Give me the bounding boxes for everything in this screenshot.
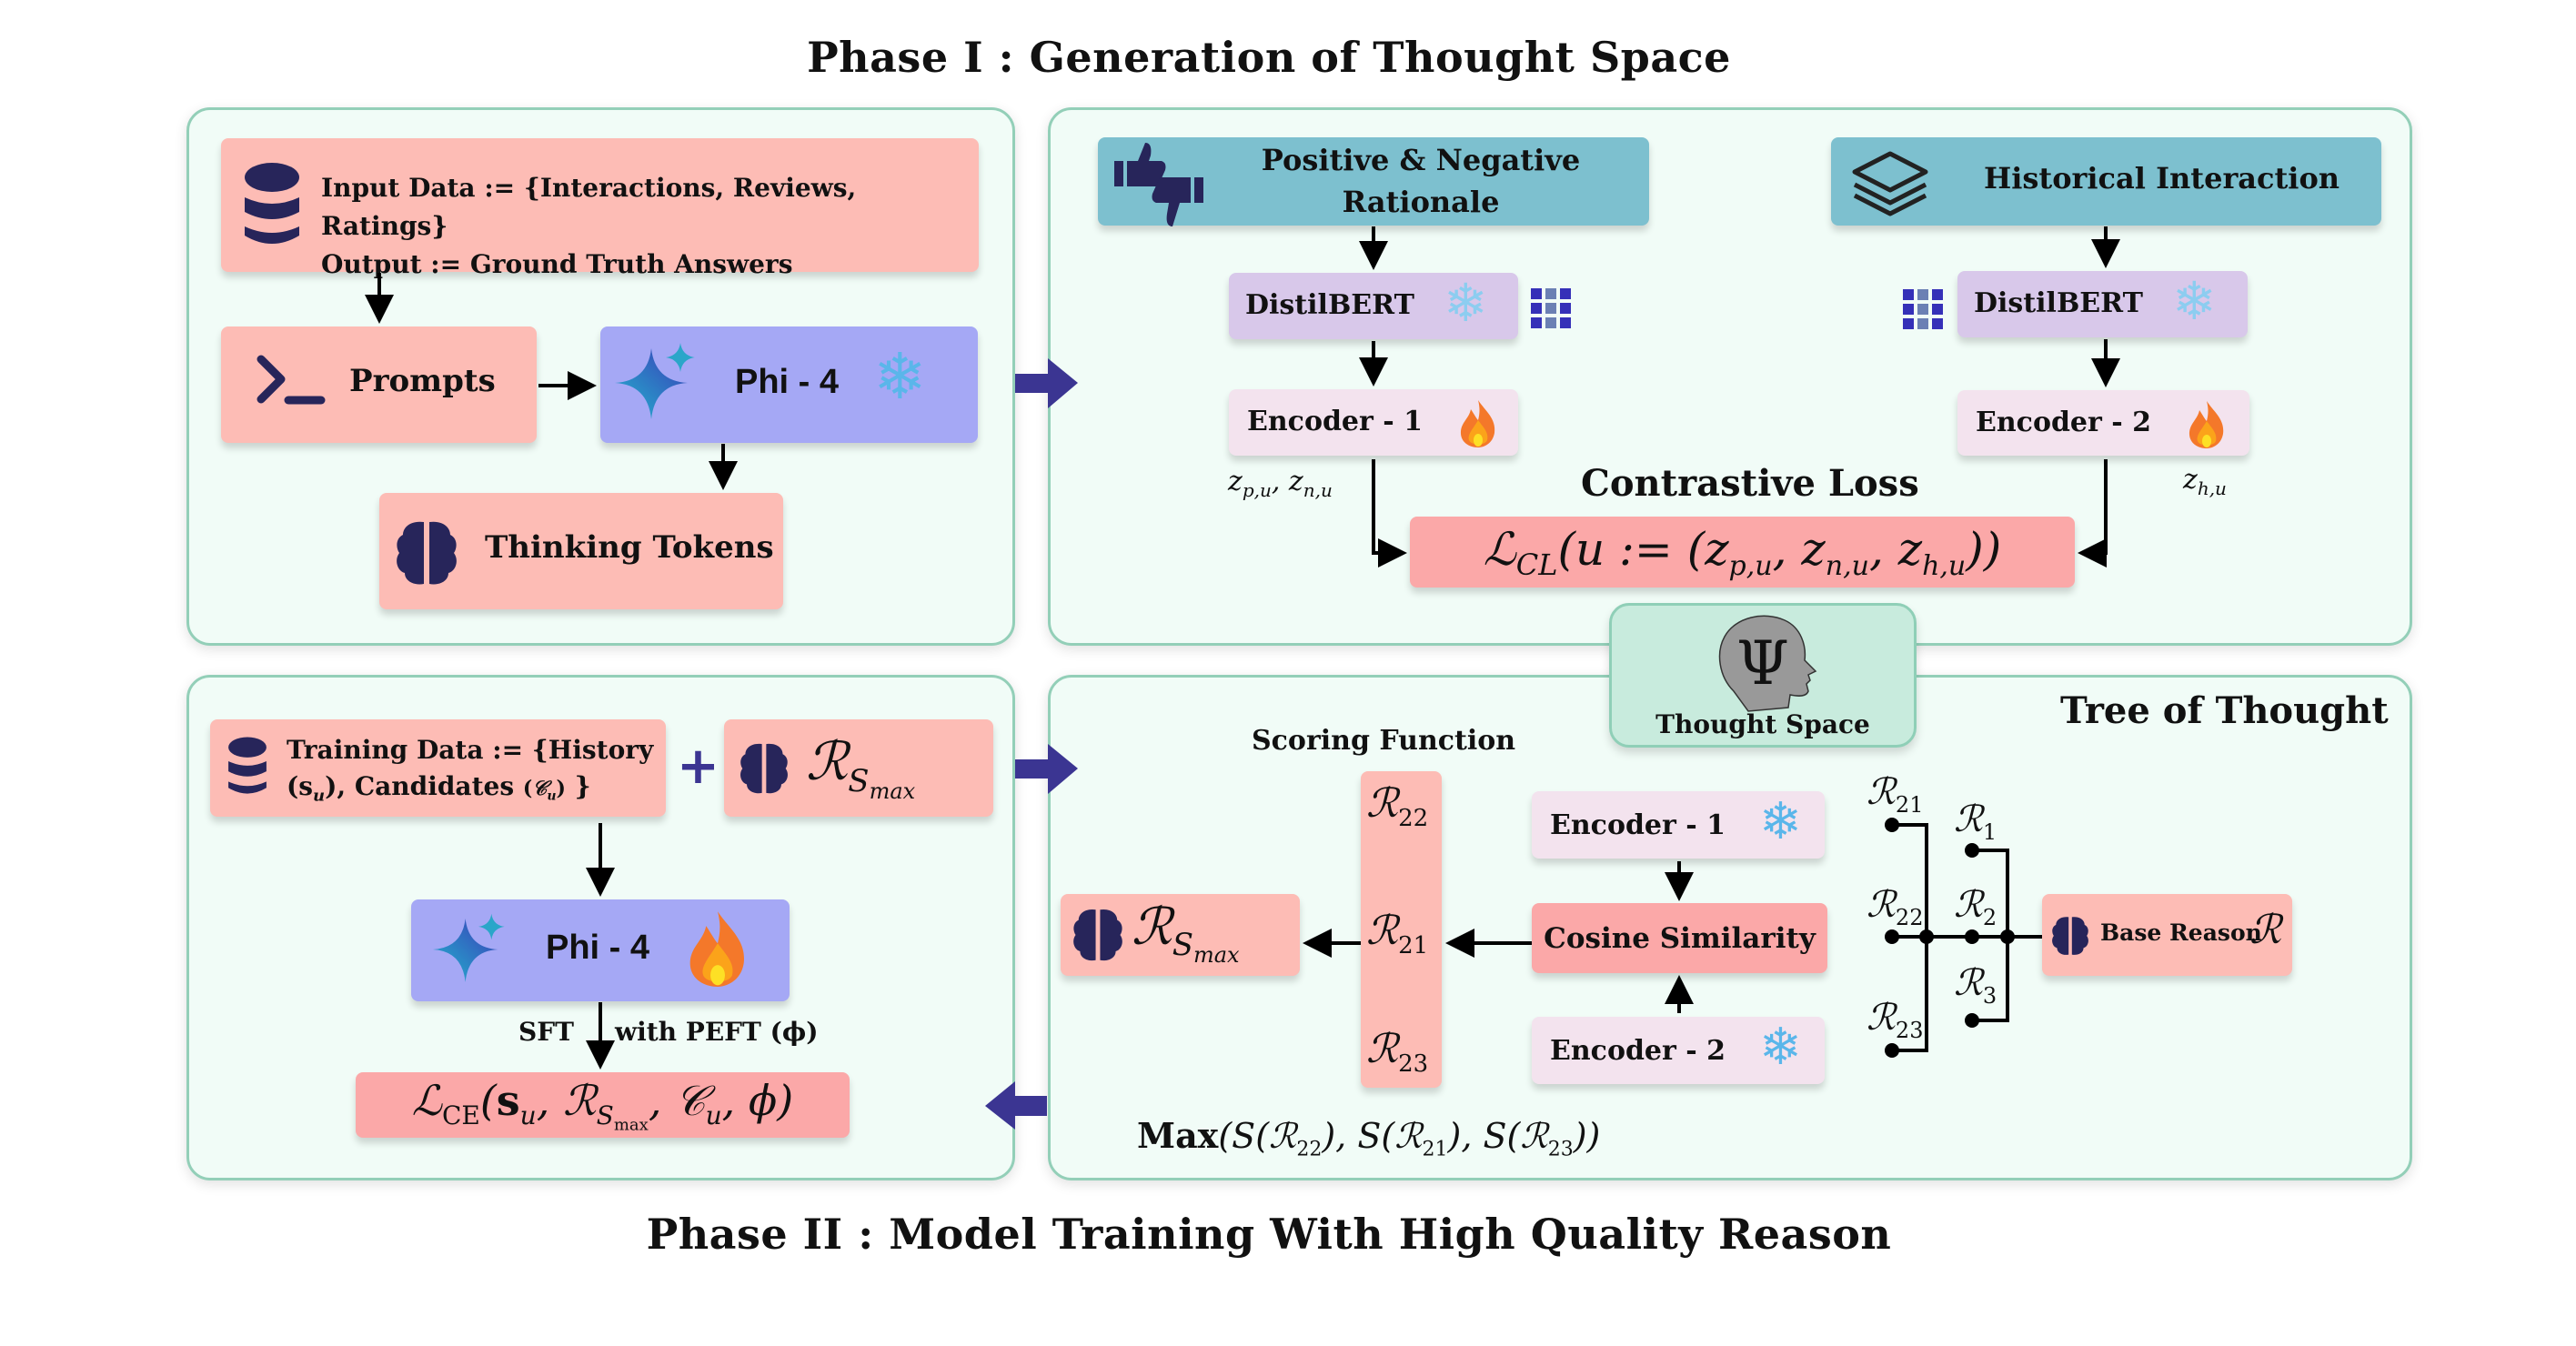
rsmax-output-label: ℛSmax xyxy=(1132,898,1240,968)
phi4-trainable-box: Phi - 4 xyxy=(411,899,790,1001)
grid-icon xyxy=(1903,289,1943,333)
cosine-similarity-box: Cosine Similarity xyxy=(1532,903,1827,973)
database-icon xyxy=(242,161,302,256)
encoder-1-label: Encoder - 1 xyxy=(1550,809,1726,841)
snowflake-icon: ❄ xyxy=(1759,792,1802,851)
phase2-title: Phase II : Model Training With High Qual… xyxy=(646,1210,1892,1259)
rsmax-label: ℛSmax xyxy=(806,730,916,804)
fire-icon xyxy=(1458,398,1498,451)
encoder-2-trainable-box: Encoder - 2 xyxy=(1957,390,2249,456)
contrastive-loss-box: ℒCL(u := (zp,u, zn,u, zh,u)) xyxy=(1410,517,2075,588)
output-text: Output := Ground Truth Answers xyxy=(321,249,793,279)
training-data-line1: Training Data := {History xyxy=(287,735,654,765)
fire-icon xyxy=(2187,399,2227,452)
layers-icon xyxy=(1849,150,1931,223)
terminal-prompt-icon xyxy=(256,354,328,412)
rationale-box: Positive & Negative Rationale xyxy=(1098,137,1649,226)
candidate-r22: ℛ22 xyxy=(1366,780,1429,832)
fire-icon xyxy=(686,909,750,990)
brain-icon xyxy=(1070,907,1126,967)
thought-space-box: Ψ Thought Space xyxy=(1609,603,1917,748)
candidate-r23: ℛ23 xyxy=(1366,1026,1429,1078)
cosine-similarity-label: Cosine Similarity xyxy=(1544,921,1816,955)
peft-label: with PEFT (ϕ) xyxy=(615,1017,819,1047)
brain-icon xyxy=(392,518,461,591)
snowflake-icon: ❄ xyxy=(2172,270,2217,332)
distilbert-1-label: DistilBERT xyxy=(1245,289,1414,321)
tree-label-r1: ℛ1 xyxy=(1954,799,1997,845)
phi4-label: Phi - 4 xyxy=(735,363,840,401)
encoder-2-label: Encoder - 2 xyxy=(1550,1035,1726,1067)
scoring-function-title: Scoring Function xyxy=(1252,725,1516,757)
max-score-formula: Max(S(ℛ22), S(ℛ21), S(ℛ23)) xyxy=(1137,1115,1601,1161)
encoder-1-label: Encoder - 1 xyxy=(1247,406,1424,437)
rsmax-output-box: ℛSmax xyxy=(1061,894,1300,976)
thumbs-up-down-icon xyxy=(1114,141,1205,236)
rationale-line1: Positive & Negative xyxy=(1261,143,1581,177)
distilbert-2-label: DistilBERT xyxy=(1974,287,2143,319)
z-hu-label: zh,u xyxy=(2183,464,2227,499)
encoder-2-frozen-box: Encoder - 2 ❄ xyxy=(1532,1017,1825,1084)
contrastive-loss-formula: ℒCL(u := (zp,u, zn,u, zh,u)) xyxy=(1483,522,2002,582)
input-data-box: Input Data := {Interactions, Reviews, Ra… xyxy=(221,138,979,279)
thought-space-label: Thought Space xyxy=(1655,709,1870,739)
distilbert-1-box: DistilBERT ❄ xyxy=(1229,273,1518,339)
z-pu-nu-label: zp,u, zn,u xyxy=(1228,466,1333,501)
training-data-line2: (su), Candidates (𝒞u) } xyxy=(287,771,591,806)
tree-label-r22: ℛ22 xyxy=(1867,884,1924,930)
candidate-reasons-column: ℛ22 ℛ21 ℛ23 xyxy=(1361,771,1442,1088)
tree-label-r3: ℛ3 xyxy=(1954,962,1997,1009)
ce-loss-box: ℒCE(su, ℛSmax, 𝒞u, ϕ) xyxy=(356,1072,850,1138)
tree-label-r21: ℛ21 xyxy=(1867,771,1924,818)
tree-label-r23: ℛ23 xyxy=(1867,997,1924,1043)
base-reason-label: Base Reason xyxy=(2100,919,2262,946)
historical-interaction-box: Historical Interaction xyxy=(1831,137,2381,226)
base-reason-symbol: ℛ xyxy=(2249,907,2282,953)
training-data-box: Training Data := {History (su), Candidat… xyxy=(210,719,666,817)
encoder-2-label: Encoder - 2 xyxy=(1976,407,2152,438)
head-psi-icon: Ψ xyxy=(1712,613,1821,717)
historical-interaction-label: Historical Interaction xyxy=(1984,161,2340,196)
database-icon xyxy=(226,736,268,803)
sparkle-icon xyxy=(613,339,700,430)
thinking-tokens-box: Thinking Tokens xyxy=(379,493,783,609)
prompts-box: Prompts xyxy=(221,326,537,443)
tree-label-r2: ℛ2 xyxy=(1954,884,1997,930)
distilbert-2-box: DistilBERT ❄ xyxy=(1957,271,2248,337)
phase1-title: Phase I : Generation of Thought Space xyxy=(807,33,1731,82)
snowflake-icon: ❄ xyxy=(1444,272,1488,334)
grid-icon xyxy=(1531,288,1571,332)
ce-loss-formula: ℒCE(su, ℛSmax, 𝒞u, ϕ) xyxy=(411,1075,794,1135)
sft-label: SFT xyxy=(518,1017,574,1047)
snowflake-icon: ❄ xyxy=(873,339,927,414)
thinking-tokens-label: Thinking Tokens xyxy=(485,529,774,566)
brain-icon xyxy=(2049,912,2091,963)
rationale-line2: Rationale xyxy=(1342,185,1500,219)
input-data-text: Input Data := {Interactions, Reviews, Ra… xyxy=(321,173,857,241)
psi-symbol: Ψ xyxy=(1736,628,1789,698)
candidate-r21: ℛ21 xyxy=(1366,908,1429,959)
snowflake-icon: ❄ xyxy=(1759,1018,1802,1077)
tree-of-thought-title: Tree of Thought xyxy=(2060,689,2389,732)
base-reason-box: Base Reason ℛ xyxy=(2042,894,2292,976)
phi4-label: Phi - 4 xyxy=(546,929,650,967)
prompts-label: Prompts xyxy=(349,363,496,399)
sparkle-icon xyxy=(431,909,509,994)
rsmax-input-box: ℛSmax xyxy=(724,719,993,817)
contrastive-loss-title: Contrastive Loss xyxy=(1581,462,1919,505)
encoder-1-trainable-box: Encoder - 1 xyxy=(1229,389,1518,456)
phi4-frozen-box: Phi - 4 ❄ xyxy=(600,326,978,443)
plus-icon: + xyxy=(677,737,719,796)
brain-icon xyxy=(737,739,791,801)
encoder-1-frozen-box: Encoder - 1 ❄ xyxy=(1532,791,1825,859)
